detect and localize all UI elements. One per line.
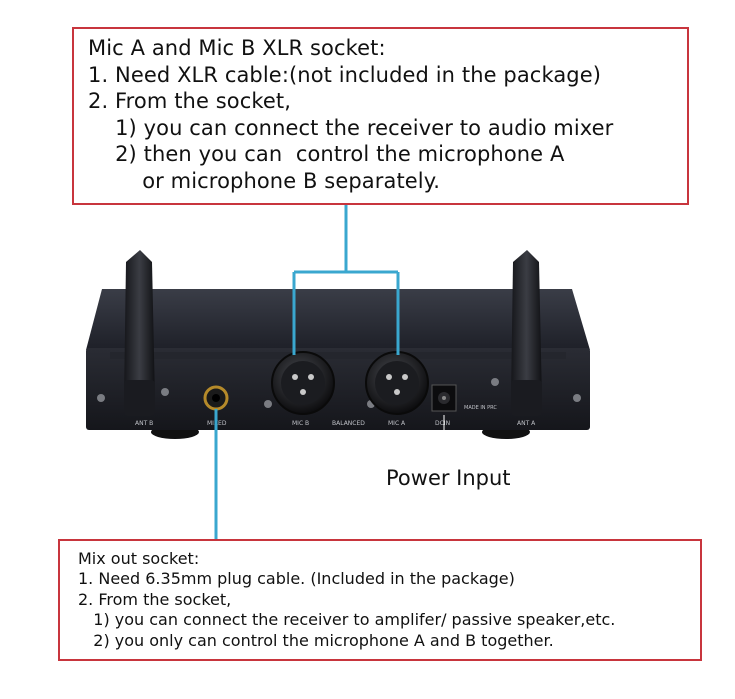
mixed-out-jack	[203, 385, 229, 411]
xlr-socket-mic-b	[271, 351, 335, 415]
label-ant-a: ANT A	[517, 420, 536, 427]
antenna-right	[511, 250, 542, 416]
callout-line: 1. Need 6.35mm plug cable. (Included in …	[78, 569, 515, 589]
label-made-in: MADE IN PRC	[464, 405, 497, 411]
callout-title: Mic A and Mic B XLR socket:	[88, 36, 386, 60]
label-mic-b: MIC B	[292, 420, 309, 427]
power-input-socket	[431, 384, 457, 412]
callout-line: 2. From the socket,	[88, 89, 292, 114]
callout-line: 2) you only can control the microphone A…	[78, 630, 554, 650]
callout-line: 2) then you can control the microphone A	[88, 142, 565, 167]
antenna-left	[124, 250, 155, 416]
label-balanced: BALANCED	[332, 420, 365, 427]
callout-line: or microphone B separately.	[88, 168, 441, 193]
label-mic-a: MIC A	[388, 420, 406, 427]
callout-line: 1) you can connect the receiver to ampli…	[78, 610, 616, 630]
power-input-label: Power Input	[386, 466, 511, 490]
callout-line: 2. From the socket,	[78, 589, 232, 609]
label-ant-b: ANT B	[135, 420, 153, 427]
chassis-top	[86, 289, 590, 350]
callout-line: 1. Need XLR cable:(not included in the p…	[88, 62, 602, 87]
xlr-socket-mic-a	[365, 351, 429, 415]
xlr-socket-callout: Mic A and Mic B XLR socket: 1. Need XLR …	[72, 27, 689, 205]
callout-line: 1) you can connect the receiver to audio…	[88, 115, 614, 140]
xlr-pointer-line	[292, 205, 400, 355]
mix-out-callout: Mix out socket: 1. Need 6.35mm plug cabl…	[58, 539, 702, 661]
label-dcin: DCIN	[435, 420, 450, 427]
callout-title: Mix out socket:	[78, 549, 200, 568]
